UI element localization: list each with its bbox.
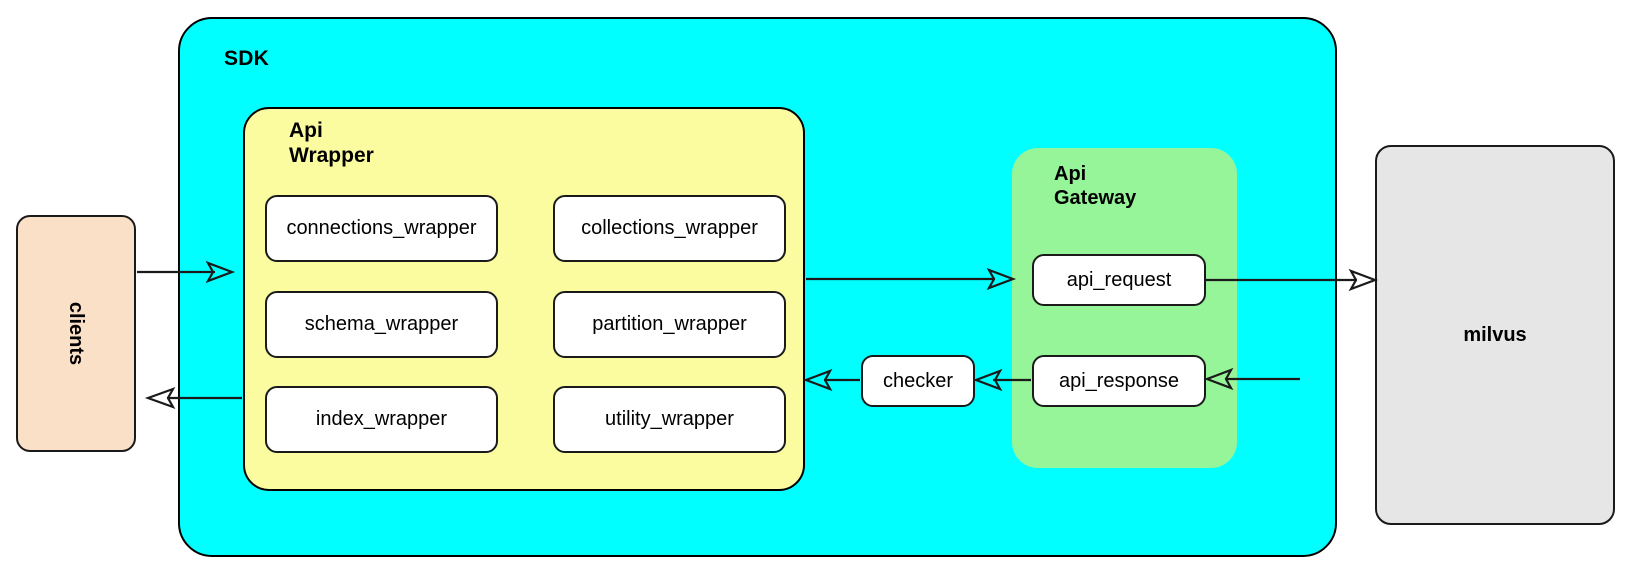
node-api-request[interactable]: api_request: [1032, 254, 1206, 306]
node-label: index_wrapper: [315, 408, 448, 430]
milvus-label: milvus: [1463, 323, 1527, 346]
sdk-label: SDK: [224, 47, 269, 70]
node-connections-wrapper[interactable]: connections_wrapper: [265, 195, 498, 262]
clients-node[interactable]: clients: [16, 215, 136, 452]
node-schema-wrapper[interactable]: schema_wrapper: [265, 291, 498, 358]
api-gateway-label: Api Gateway: [1054, 163, 1137, 209]
node-api-response[interactable]: api_response: [1032, 355, 1206, 407]
api-gateway-container[interactable]: Api Gateway: [1012, 148, 1237, 468]
node-label: utility_wrapper: [605, 408, 734, 430]
node-label: api_request: [1066, 268, 1172, 291]
node-partition-wrapper[interactable]: partition_wrapper: [553, 291, 786, 358]
milvus-node[interactable]: milvus: [1375, 145, 1615, 525]
node-label: checker: [882, 369, 954, 392]
api-wrapper-label: Api Wrapper: [289, 119, 374, 167]
node-label: partition_wrapper: [592, 313, 747, 335]
node-utility-wrapper[interactable]: utility_wrapper: [553, 386, 786, 453]
node-index-wrapper[interactable]: index_wrapper: [265, 386, 498, 453]
clients-label: clients: [65, 301, 88, 366]
node-label: collections_wrapper: [581, 217, 758, 239]
node-label: connections_wrapper: [286, 217, 477, 239]
node-checker[interactable]: checker: [861, 355, 975, 407]
node-collections-wrapper[interactable]: collections_wrapper: [553, 195, 786, 262]
node-label: api_response: [1058, 369, 1180, 392]
node-label: schema_wrapper: [304, 313, 459, 335]
